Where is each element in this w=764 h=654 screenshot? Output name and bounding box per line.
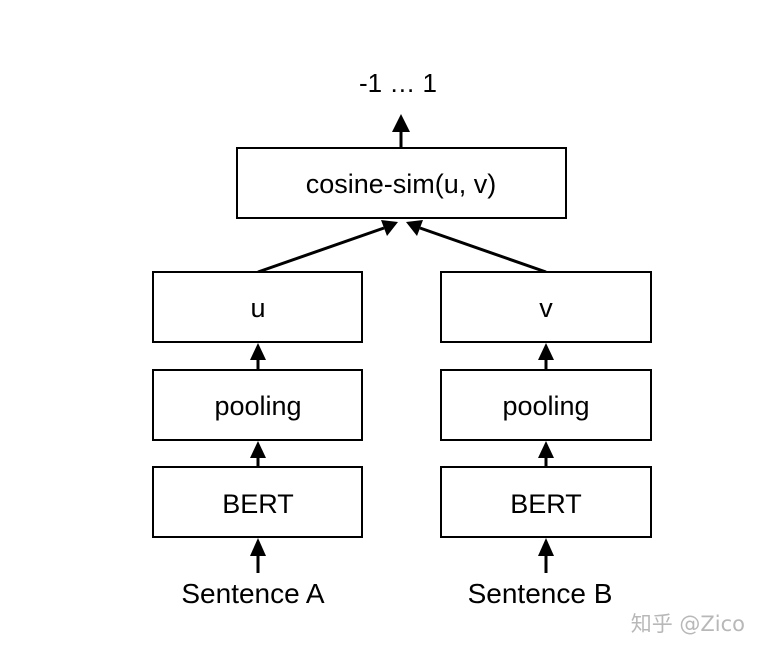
arrow-sentence-b-to-bert: [538, 538, 554, 573]
bert-b-label: BERT: [510, 489, 582, 519]
embedding-v-box: v: [440, 271, 652, 343]
cosine-similarity-box: cosine-sim(u, v): [236, 147, 567, 219]
embedding-v-label: v: [539, 293, 553, 323]
pooling-b-box: pooling: [440, 369, 652, 441]
sentence-b-label: Sentence B: [468, 578, 613, 609]
watermark-text: 知乎 @Zico: [631, 612, 745, 636]
arrow-pooling-a-to-u: [250, 343, 266, 370]
arrow-sentence-a-to-bert: [250, 538, 266, 573]
bert-a-box: BERT: [152, 466, 363, 538]
bert-a-label: BERT: [222, 489, 294, 519]
arrow-similarity-to-output: [392, 114, 410, 148]
arrow-bert-b-to-pooling: [538, 441, 554, 467]
bert-b-box: BERT: [440, 466, 652, 538]
arrow-pooling-b-to-v: [538, 343, 554, 370]
cosine-similarity-label: cosine-sim(u, v): [306, 169, 497, 199]
arrow-u-to-similarity: [257, 220, 398, 274]
arrow-v-to-similarity: [406, 220, 547, 274]
output-range-label: -1 … 1: [359, 68, 437, 98]
pooling-b-label: pooling: [502, 391, 589, 421]
embedding-u-label: u: [250, 293, 265, 323]
pooling-a-box: pooling: [152, 369, 363, 441]
pooling-a-label: pooling: [214, 391, 301, 421]
sentence-a-label: Sentence A: [181, 578, 325, 609]
arrow-bert-a-to-pooling: [250, 441, 266, 467]
embedding-u-box: u: [152, 271, 363, 343]
